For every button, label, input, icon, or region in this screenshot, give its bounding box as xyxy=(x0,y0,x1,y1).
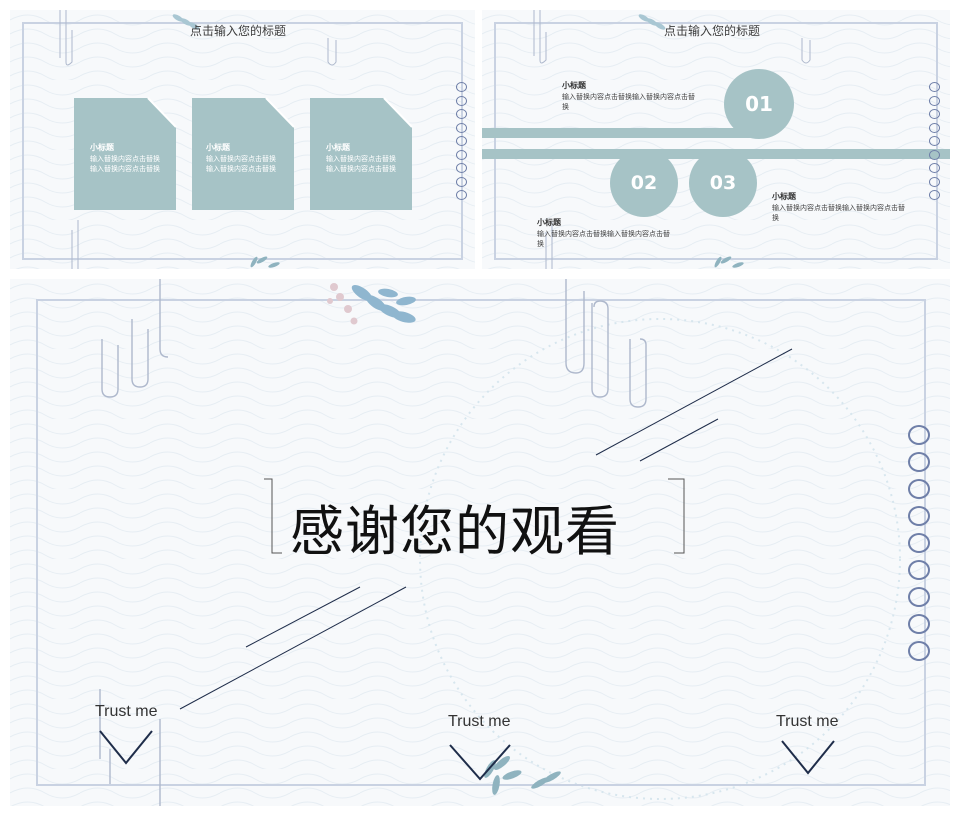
ring-icon xyxy=(929,136,940,146)
trust-me-label-3[interactable]: Trust me xyxy=(776,713,839,730)
ring-icon xyxy=(456,95,467,106)
ring-icon xyxy=(908,452,930,472)
ring-icon xyxy=(456,122,467,133)
ring-icon xyxy=(929,149,940,160)
content-card-2[interactable]: 2 小标题 输入替换内容点击替换 输入替换内容点击替换 xyxy=(192,98,294,210)
ring-icon xyxy=(908,479,930,499)
ring-icon xyxy=(456,109,467,119)
wave-texture xyxy=(10,279,950,806)
timeline-circle-03[interactable]: 03 xyxy=(689,149,757,217)
ring-icon xyxy=(908,560,930,580)
ring-icon xyxy=(456,149,467,160)
ring-icon xyxy=(929,109,940,119)
timeline-item-title[interactable]: 小标题 xyxy=(772,192,796,201)
slide-1[interactable]: 点击输入您的标题 1 小标题 输入替换内容点击替换 输入替换内容点击替换 2 小… xyxy=(10,10,475,269)
binder-rings xyxy=(929,82,940,200)
thank-you-heading[interactable]: 感谢您的观看 xyxy=(290,500,620,563)
card-line: 输入替换内容点击替换 xyxy=(326,155,396,163)
ring-icon xyxy=(908,533,930,553)
card-line: 输入替换内容点击替换 xyxy=(206,155,276,163)
timeline-line: 输入替换内容点击替换输入替换内容点击替 xyxy=(562,93,695,101)
card-body: 输入替换内容点击替换 输入替换内容点击替换 xyxy=(90,154,170,174)
ring-icon xyxy=(908,425,930,445)
card-line: 输入替换内容点击替换 xyxy=(326,165,396,173)
ring-icon xyxy=(456,163,467,173)
slide-title[interactable]: 点击输入您的标题 xyxy=(664,24,761,38)
timeline-circle-02[interactable]: 02 xyxy=(610,149,678,217)
timeline-line: 换 xyxy=(537,240,544,248)
timeline-line: 换 xyxy=(562,103,569,111)
trust-me-label-2[interactable]: Trust me xyxy=(448,713,511,730)
ring-icon xyxy=(929,82,940,92)
ring-icon xyxy=(456,176,467,187)
card-title: 小标题 xyxy=(326,143,350,152)
wave-texture xyxy=(482,10,950,269)
card-title: 小标题 xyxy=(206,143,230,152)
timeline-bar-top xyxy=(482,128,754,138)
timeline-line: 换 xyxy=(772,214,779,222)
timeline-line: 输入替换内容点击替换输入替换内容点击替 xyxy=(537,230,670,238)
ring-icon xyxy=(908,587,930,607)
trust-me-label-1[interactable]: Trust me xyxy=(95,703,158,720)
ring-icon xyxy=(929,163,940,173)
card-line: 输入替换内容点击替换 xyxy=(90,165,160,173)
ring-icon xyxy=(929,190,940,200)
card-line: 输入替换内容点击替换 xyxy=(90,155,160,163)
ring-icon xyxy=(929,176,940,187)
timeline-item-body[interactable]: 输入替换内容点击替换输入替换内容点击替 换 xyxy=(537,229,677,249)
ring-icon xyxy=(908,506,930,526)
binder-rings xyxy=(908,425,930,661)
timeline-item-body[interactable]: 输入替换内容点击替换输入替换内容点击替 换 xyxy=(562,92,702,112)
timeline-item-title[interactable]: 小标题 xyxy=(537,218,561,227)
timeline-item-body[interactable]: 输入替换内容点击替换输入替换内容点击替 换 xyxy=(772,203,912,223)
ring-icon xyxy=(908,641,930,661)
slide-2[interactable]: 点击输入您的标题 01 02 03 小标题 输入替换内容点击替换输入替换内容点击… xyxy=(482,10,950,269)
binder-rings xyxy=(456,82,467,200)
card-line: 输入替换内容点击替换 xyxy=(206,165,276,173)
slide-title[interactable]: 点击输入您的标题 xyxy=(190,24,287,38)
content-card-3[interactable]: 3 小标题 输入替换内容点击替换 输入替换内容点击替换 xyxy=(310,98,412,210)
card-body: 输入替换内容点击替换 输入替换内容点击替换 xyxy=(326,154,406,174)
content-card-1[interactable]: 1 小标题 输入替换内容点击替换 输入替换内容点击替换 xyxy=(74,98,176,210)
slide-3[interactable]: 感谢您的观看 Trust me Trust me Trust me xyxy=(10,279,950,806)
ring-icon xyxy=(908,614,930,634)
card-body: 输入替换内容点击替换 输入替换内容点击替换 xyxy=(206,154,286,174)
ring-icon xyxy=(929,122,940,133)
timeline-item-title[interactable]: 小标题 xyxy=(562,81,586,90)
ring-icon xyxy=(456,136,467,146)
timeline-circle-01[interactable]: 01 xyxy=(724,69,794,139)
card-title: 小标题 xyxy=(90,143,114,152)
timeline-line: 输入替换内容点击替换输入替换内容点击替 xyxy=(772,204,905,212)
ring-icon xyxy=(929,95,940,106)
ring-icon xyxy=(456,82,467,92)
ring-icon xyxy=(456,190,467,200)
